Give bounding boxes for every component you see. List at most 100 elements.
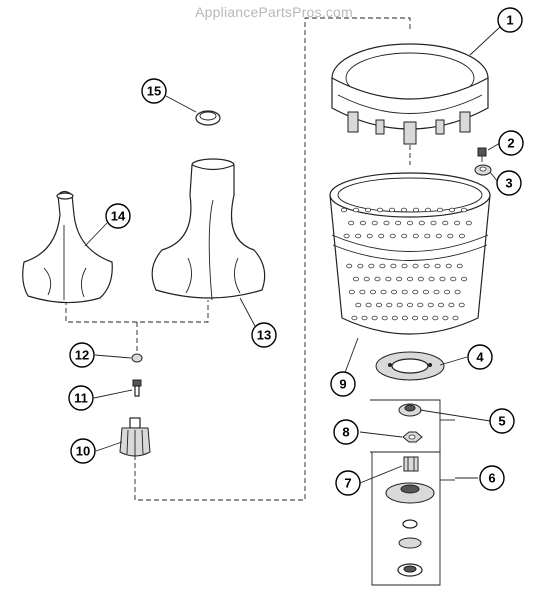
callout-circle bbox=[496, 170, 522, 196]
basket-hole bbox=[450, 276, 457, 282]
part-washer[interactable] bbox=[131, 353, 143, 363]
part-agitator-large[interactable] bbox=[151, 158, 266, 301]
basket-hole bbox=[395, 220, 402, 226]
basket-hole bbox=[371, 315, 378, 321]
basket-hole bbox=[374, 276, 381, 282]
callout-11: 11 bbox=[68, 385, 94, 411]
basket-hole bbox=[376, 207, 383, 213]
basket-hole bbox=[460, 207, 467, 213]
basket-hole bbox=[364, 207, 371, 213]
basket-hole bbox=[396, 302, 403, 308]
part-coupling[interactable] bbox=[119, 417, 151, 457]
callout-circle bbox=[70, 438, 96, 464]
callout-10: 10 bbox=[70, 438, 96, 464]
basket-hole bbox=[417, 276, 424, 282]
callout-circle bbox=[335, 470, 361, 496]
callout-circle bbox=[479, 465, 505, 491]
basket-hole bbox=[380, 289, 387, 295]
callout-12: 12 bbox=[69, 342, 95, 368]
basket-hole bbox=[401, 315, 408, 321]
callout-number: 4 bbox=[476, 350, 484, 365]
callout-14: 14 bbox=[105, 203, 131, 229]
callout-7: 7 bbox=[335, 470, 361, 496]
bracket-boxes bbox=[370, 399, 455, 586]
part-spin-basket[interactable] bbox=[329, 172, 491, 335]
basket-hole bbox=[348, 220, 355, 226]
basket-hole bbox=[432, 315, 439, 321]
callout-circle bbox=[68, 385, 94, 411]
callout-number: 1 bbox=[506, 13, 513, 28]
basket-hole bbox=[448, 207, 455, 213]
basket-hole bbox=[445, 263, 452, 269]
part-agitator-small[interactable] bbox=[22, 190, 113, 304]
basket-hole bbox=[375, 302, 382, 308]
basket-hole bbox=[396, 276, 403, 282]
basket-hole bbox=[391, 289, 398, 295]
callout-number: 11 bbox=[74, 391, 88, 406]
basket-hole bbox=[391, 315, 398, 321]
basket-hole bbox=[424, 207, 431, 213]
callout-circle bbox=[330, 371, 356, 397]
basket-hole bbox=[386, 302, 393, 308]
basket-hole bbox=[423, 263, 430, 269]
basket-hole bbox=[365, 302, 372, 308]
callout-number: 15 bbox=[147, 84, 161, 99]
part-cap[interactable] bbox=[195, 110, 221, 126]
watermark: AppliancePartsPros.com bbox=[195, 4, 353, 20]
basket-hole bbox=[458, 233, 465, 239]
basket-hole bbox=[465, 220, 472, 226]
basket-hole bbox=[452, 315, 459, 321]
callout-6: 6 bbox=[479, 465, 505, 491]
part-tub-ring[interactable] bbox=[331, 43, 489, 145]
callout-number: 14 bbox=[111, 209, 126, 224]
basket-hole bbox=[389, 233, 396, 239]
basket-hole bbox=[355, 302, 362, 308]
basket-hole bbox=[435, 233, 442, 239]
basket-hole bbox=[406, 220, 413, 226]
basket-hole bbox=[461, 276, 468, 282]
callout-4: 4 bbox=[467, 344, 493, 370]
callout-15: 15 bbox=[141, 78, 167, 104]
basket-hole bbox=[369, 289, 376, 295]
callout-number: 3 bbox=[505, 176, 512, 191]
basket-hole bbox=[412, 263, 419, 269]
callout-number: 12 bbox=[75, 348, 89, 363]
basket-hole bbox=[371, 220, 378, 226]
basket-hole bbox=[456, 263, 463, 269]
callout-number: 13 bbox=[257, 328, 271, 343]
part-hex-nut[interactable] bbox=[402, 431, 423, 443]
basket-hole bbox=[437, 302, 444, 308]
callout-13: 13 bbox=[251, 322, 277, 348]
callout-number: 5 bbox=[498, 414, 505, 429]
part-hub-assembly[interactable] bbox=[385, 482, 435, 577]
callout-circle bbox=[489, 408, 515, 434]
part-spline[interactable] bbox=[403, 456, 419, 472]
callout-number: 6 bbox=[488, 471, 495, 486]
basket-holes bbox=[340, 207, 472, 321]
basket-hole bbox=[379, 263, 386, 269]
basket-hole bbox=[447, 233, 454, 239]
part-screw[interactable] bbox=[132, 379, 142, 397]
callout-circle bbox=[497, 7, 523, 33]
basket-hole bbox=[388, 207, 395, 213]
basket-hole bbox=[418, 220, 425, 226]
callout-3: 3 bbox=[496, 170, 522, 196]
part-hub-plate[interactable] bbox=[375, 351, 445, 381]
basket-hole bbox=[348, 289, 355, 295]
part-seal[interactable] bbox=[398, 403, 422, 417]
basket-hole bbox=[368, 263, 375, 269]
basket-hole bbox=[352, 207, 359, 213]
basket-hole bbox=[355, 233, 362, 239]
basket-hole bbox=[424, 233, 431, 239]
callout-circle bbox=[251, 322, 277, 348]
basket-hole bbox=[442, 220, 449, 226]
callout-circle bbox=[467, 344, 493, 370]
callout-number: 2 bbox=[507, 136, 514, 151]
basket-hole bbox=[412, 289, 419, 295]
part-nut[interactable] bbox=[474, 164, 492, 176]
basket-hole bbox=[378, 233, 385, 239]
callout-circle bbox=[69, 342, 95, 368]
basket-hole bbox=[443, 289, 450, 295]
callout-9: 9 bbox=[330, 371, 356, 397]
part-bolt[interactable] bbox=[477, 147, 487, 162]
